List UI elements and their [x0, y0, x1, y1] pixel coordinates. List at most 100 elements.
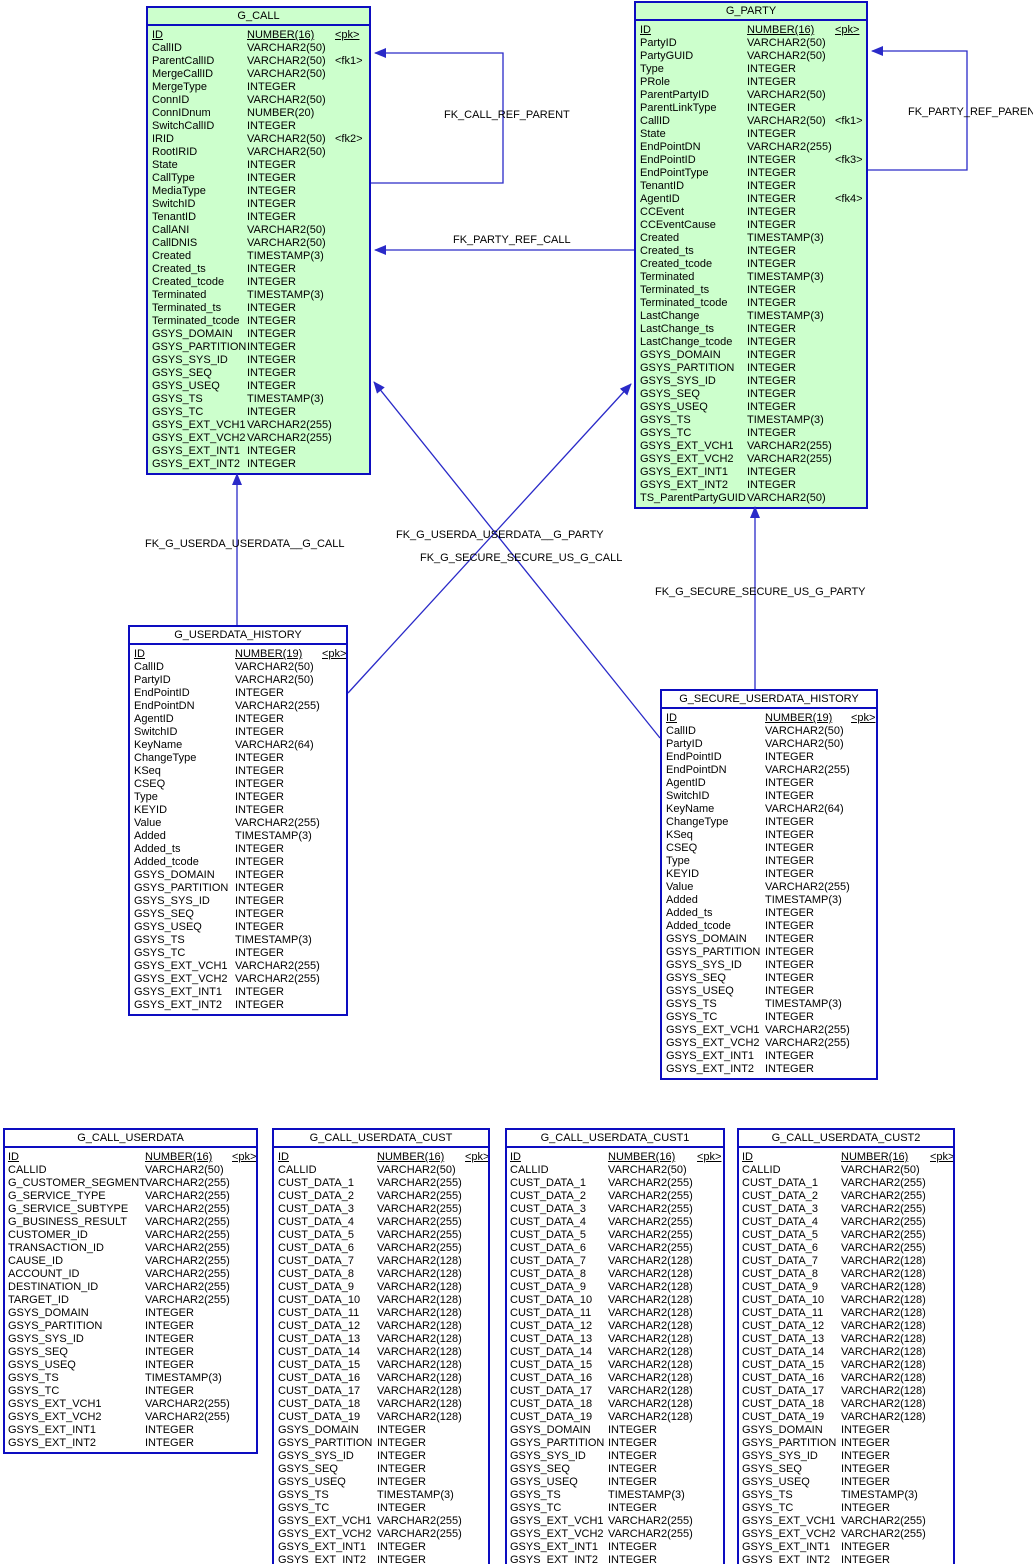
field-name: CUST_DATA_15 [278, 1359, 361, 1371]
field-type: VARCHAR2(255) [608, 1229, 693, 1241]
field-row: GSYS_TC INTEGER [666, 1011, 876, 1024]
field-name: CUST_DATA_17 [510, 1385, 593, 1397]
field-name: GSYS_EXT_VCH2 [134, 973, 228, 985]
field-type: VARCHAR2(128) [377, 1333, 462, 1345]
field-name: CUST_DATA_6 [278, 1242, 355, 1254]
field-name: CUST_DATA_15 [742, 1359, 825, 1371]
field-type: VARCHAR2(255) [145, 1203, 230, 1215]
field-type: INTEGER [747, 427, 796, 439]
field-name: CUST_DATA_3 [510, 1203, 587, 1215]
field-name: CUST_DATA_16 [742, 1372, 825, 1384]
field-type: VARCHAR2(255) [841, 1216, 926, 1228]
relationship-label: FK_CALL_REF_PARENT [444, 109, 570, 121]
field-name: Created [152, 250, 192, 262]
field-key: <pk> [697, 1151, 722, 1163]
field-type: INTEGER [145, 1307, 194, 1319]
field-type: INTEGER [145, 1424, 194, 1436]
field-name: PRole [640, 76, 670, 88]
field-type: INTEGER [247, 354, 296, 366]
field-name: LastChange_ts [640, 323, 714, 335]
field-key: <fk1> [835, 115, 863, 127]
field-name: GSYS_SEQ [742, 1463, 802, 1475]
field-type: INTEGER [247, 445, 296, 457]
field-type: VARCHAR2(128) [377, 1372, 462, 1384]
field-name: CSEQ [134, 778, 166, 790]
field-name: GSYS_SEQ [666, 972, 726, 984]
field-type: VARCHAR2(64) [235, 739, 314, 751]
field-name: SwitchID [134, 726, 178, 738]
field-name: GSYS_TS [152, 393, 203, 405]
field-type: INTEGER [747, 102, 796, 114]
field-type: INTEGER [247, 367, 296, 379]
field-type: NUMBER(16) [841, 1151, 909, 1163]
field-name: GSYS_TC [666, 1011, 718, 1023]
field-type: INTEGER [747, 375, 796, 387]
field-type: INTEGER [608, 1541, 657, 1553]
field-name: CUST_DATA_8 [278, 1268, 355, 1280]
field-row: G_CUSTOMER_SEGMENTVARCHAR2(255) [8, 1177, 256, 1190]
field-type: INTEGER [247, 406, 296, 418]
field-name: GSYS_PARTITION [278, 1437, 373, 1449]
field-name: ID [510, 1151, 521, 1163]
field-name: CUSTOMER_ID [8, 1229, 88, 1241]
field-name: GSYS_EXT_VCH2 [742, 1528, 836, 1540]
field-name: GSYS_TS [742, 1489, 793, 1501]
field-type: VARCHAR2(255) [235, 700, 320, 712]
field-type: VARCHAR2(255) [377, 1177, 462, 1189]
field-name: ChangeType [134, 752, 197, 764]
field-type: VARCHAR2(128) [841, 1346, 926, 1358]
field-name: CUST_DATA_17 [742, 1385, 825, 1397]
field-type: INTEGER [247, 341, 296, 353]
field-name: GSYS_TC [152, 406, 204, 418]
field-type: INTEGER [235, 726, 284, 738]
field-type: NUMBER(16) [145, 1151, 213, 1163]
field-type: VARCHAR2(50) [247, 42, 326, 54]
field-name: GSYS_EXT_INT2 [640, 479, 729, 491]
field-type: INTEGER [747, 219, 796, 231]
field-type: VARCHAR2(128) [377, 1281, 462, 1293]
field-name: CUST_DATA_10 [278, 1294, 361, 1306]
field-type: INTEGER [247, 198, 296, 210]
field-type: VARCHAR2(255) [145, 1190, 230, 1202]
field-type: INTEGER [765, 1011, 814, 1023]
field-type: VARCHAR2(255) [608, 1203, 693, 1215]
field-type: INTEGER [765, 946, 814, 958]
field-name: ID [134, 648, 145, 660]
field-type: INTEGER [247, 172, 296, 184]
field-name: GSYS_DOMAIN [510, 1424, 591, 1436]
field-name: CUST_DATA_5 [278, 1229, 355, 1241]
field-name: CUST_DATA_5 [510, 1229, 587, 1241]
field-name: CCEvent [640, 206, 685, 218]
field-type: INTEGER [747, 336, 796, 348]
field-type: VARCHAR2(50) [145, 1164, 224, 1176]
field-name: SwitchCallID [152, 120, 215, 132]
